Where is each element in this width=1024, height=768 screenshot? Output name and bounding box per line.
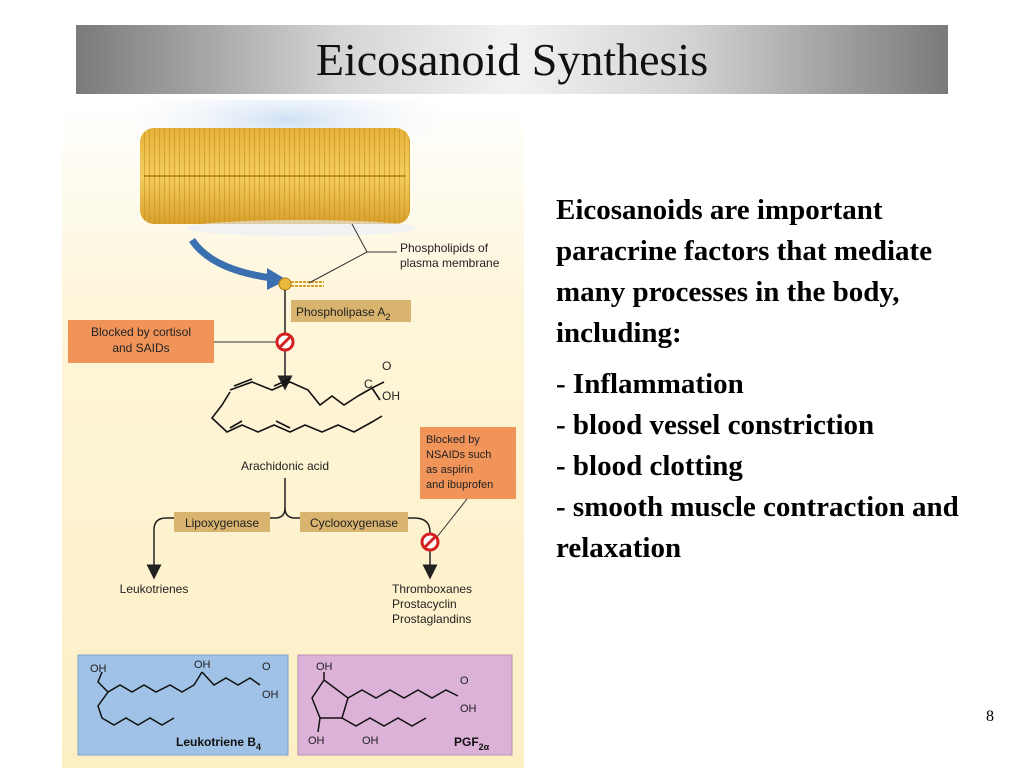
thromboxanes-label: Thromboxanes: [392, 582, 472, 596]
list-item: - Inflammation: [556, 368, 744, 400]
cyclooxygenase-box: [300, 512, 408, 532]
inhibit-icon: [420, 532, 440, 552]
lipoxygenase-label: Lipoxygenase: [185, 516, 259, 530]
leukotriene-b4-subscript: 4: [256, 742, 261, 752]
leukotrienes-label: Leukotrienes: [120, 582, 189, 596]
blocked-cortisol-box: [68, 320, 214, 363]
membrane-label-line1: Phospholipids of: [400, 241, 489, 255]
blocked-cortisol-line1: Blocked by cortisol: [91, 325, 191, 339]
slide-title: Eicosanoid Synthesis: [315, 34, 709, 85]
leukotriene-b4-label: Leukotriene B: [176, 735, 256, 749]
intro-paragraph: Eicosanoids are important paracrine fact…: [556, 194, 933, 349]
pgf2a-panel: [297, 654, 513, 756]
pg-o: O: [460, 675, 469, 687]
lt-oh-1: OH: [90, 663, 107, 675]
eicosanoid-pathway-figure: Phospholipids of plasma membrane Phospho…: [62, 100, 524, 768]
inhibit-icon: [275, 332, 295, 352]
list-item: - blood vessel constriction: [556, 409, 875, 441]
pgf2a-label: PGF: [454, 735, 479, 749]
atom-c-1: C: [364, 377, 373, 391]
lt-oh-3: OH: [262, 689, 279, 701]
arachidonic-acid-structure: [210, 378, 385, 433]
blocked-nsaids-line2: NSAIDs such: [426, 449, 491, 461]
pg-oh-1: OH: [316, 661, 333, 673]
lt-o: O: [262, 661, 271, 673]
blocked-nsaids-line3: as aspirin: [426, 464, 473, 476]
blocked-cortisol-line2: and SAIDs: [112, 341, 169, 355]
process-list: - Inflammation - blood vessel constricti…: [556, 364, 986, 569]
slide-number: 8: [986, 708, 994, 725]
slide-body-text: Eicosanoids are important paracrine fact…: [556, 190, 986, 569]
phospholipase-a2-box: [291, 300, 411, 322]
prostaglandins-label: Prostaglandins: [392, 612, 471, 626]
list-item: - smooth muscle contraction and relaxati…: [556, 491, 959, 564]
svg-text:Phospholipase A2: Phospholipase A2: [296, 305, 390, 322]
pgf2a-structure: [311, 672, 459, 733]
pathway-diagram: Phospholipids of plasma membrane Phospho…: [62, 100, 524, 768]
leukotriene-b4-structure: [97, 671, 261, 726]
leukotriene-b4-panel: [77, 654, 289, 756]
svg-text:Leukotriene B4: Leukotriene B4: [176, 735, 261, 752]
list-item: - blood clotting: [556, 450, 743, 482]
pg-oh-4: OH: [460, 703, 477, 715]
atom-o-1: O: [382, 359, 391, 373]
pgf2a-subscript: 2α: [479, 742, 490, 752]
lipoxygenase-box: [174, 512, 270, 532]
svg-text:PGF2α: PGF2α: [454, 735, 490, 752]
lt-oh-2: OH: [194, 659, 211, 671]
blocked-nsaids-line4: and ibuprofen: [426, 479, 493, 491]
membrane-release-arrow: [189, 237, 273, 282]
cyclooxygenase-label: Cyclooxygenase: [310, 516, 398, 530]
blocked-nsaids-line1: Blocked by: [426, 434, 480, 446]
blocked-nsaids-box: [420, 427, 516, 499]
phospholipase-a2-subscript: 2: [385, 312, 390, 322]
atom-oh-1: OH: [382, 389, 400, 403]
pg-oh-3: OH: [362, 735, 379, 747]
phospholipase-a2-label: Phospholipase A: [296, 305, 385, 319]
membrane-label-line2: plasma membrane: [400, 256, 500, 270]
prostacyclin-label: Prostacyclin: [392, 597, 457, 611]
pg-oh-2: OH: [308, 735, 325, 747]
arachidonic-acid-label: Arachidonic acid: [241, 459, 329, 473]
plasma-membrane-illustration: [127, 100, 447, 236]
title-bar: Eicosanoid Synthesis: [76, 25, 948, 94]
